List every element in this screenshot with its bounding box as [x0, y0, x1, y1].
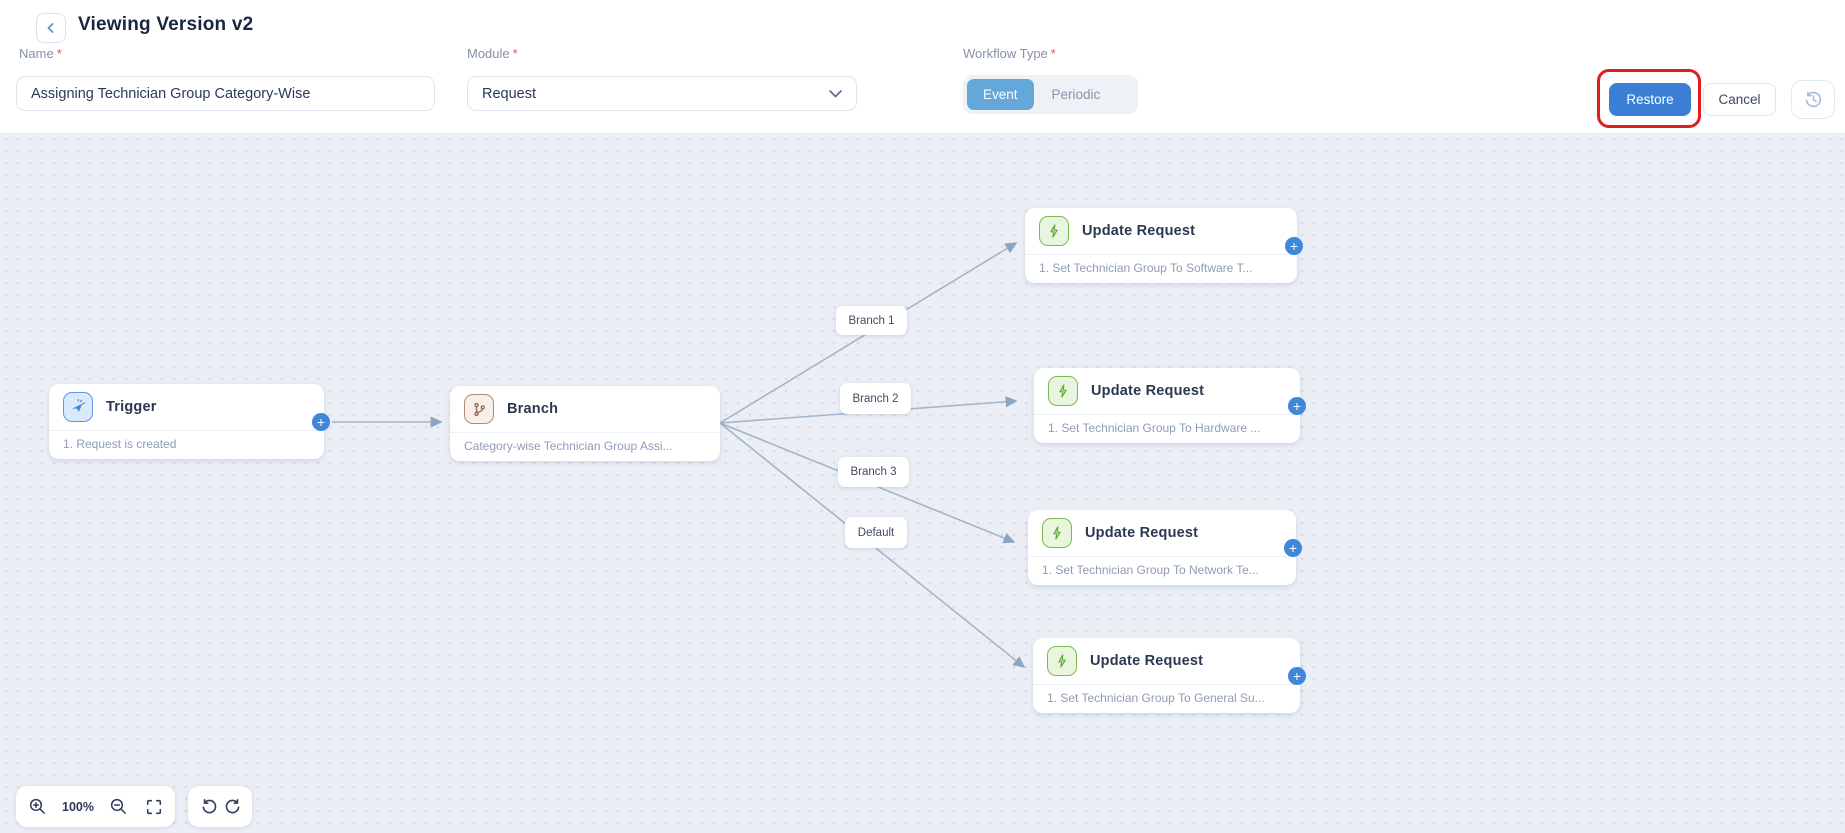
- required-asterisk: *: [512, 46, 518, 61]
- required-asterisk: *: [56, 46, 62, 61]
- node-subtitle: 1. Set Technician Group To Software T...: [1025, 254, 1297, 283]
- node-title: Branch: [507, 401, 559, 417]
- redo-button[interactable]: [221, 795, 244, 818]
- add-step-button[interactable]: +: [1285, 236, 1303, 255]
- add-step-button[interactable]: +: [312, 412, 330, 431]
- required-asterisk: *: [1050, 46, 1056, 61]
- module-select-value: Request: [482, 85, 537, 102]
- branch-label-2[interactable]: Branch 2: [840, 383, 911, 414]
- back-button[interactable]: [36, 13, 66, 43]
- module-label-text: Module: [467, 46, 510, 61]
- chevron-down-icon: [829, 89, 842, 97]
- lightning-bolt-icon: [1039, 216, 1069, 246]
- cancel-button[interactable]: Cancel: [1703, 83, 1776, 116]
- trigger-node[interactable]: Trigger 1. Request is created +: [49, 384, 330, 459]
- page-title: Viewing Version v2: [78, 14, 254, 35]
- zoom-out-icon: [110, 798, 126, 814]
- workflow-edges: [332, 242, 1026, 669]
- lightning-bolt-icon: [1048, 376, 1078, 406]
- header: Viewing Version v2 Name* Module* Request…: [0, 0, 1845, 133]
- workflow-type-label: Workflow Type*: [963, 46, 1056, 61]
- update-request-node-3[interactable]: Update Request 1. Set Technician Group T…: [1028, 510, 1302, 585]
- trigger-icon: [63, 392, 93, 422]
- node-subtitle: 1. Set Technician Group To Hardware ...: [1034, 414, 1300, 443]
- node-subtitle: 1. Request is created: [49, 430, 324, 459]
- node-title: Update Request: [1082, 223, 1196, 239]
- update-request-node-2[interactable]: Update Request 1. Set Technician Group T…: [1034, 368, 1306, 443]
- node-subtitle: 1. Set Technician Group To General Su...: [1033, 684, 1300, 713]
- update-request-node-1[interactable]: Update Request 1. Set Technician Group T…: [1025, 208, 1303, 283]
- redo-icon: [225, 798, 240, 814]
- zoom-in-icon: [29, 798, 45, 814]
- branch-label-default[interactable]: Default: [845, 517, 907, 548]
- chevron-left-icon: [47, 23, 54, 33]
- zoom-level: 100%: [62, 799, 94, 814]
- node-title: Trigger: [106, 399, 157, 415]
- fullscreen-icon: [146, 799, 162, 814]
- module-label: Module*: [467, 46, 518, 61]
- zoom-in-button[interactable]: [26, 795, 49, 818]
- fit-view-button[interactable]: [143, 796, 165, 818]
- version-history-button[interactable]: [1791, 80, 1835, 119]
- node-title: Update Request: [1090, 653, 1204, 669]
- add-step-button[interactable]: +: [1288, 396, 1306, 415]
- branch-node[interactable]: Branch Category-wise Technician Group As…: [450, 386, 720, 461]
- restore-button[interactable]: Restore: [1609, 83, 1691, 116]
- node-subtitle: Category-wise Technician Group Assi...: [450, 432, 720, 461]
- toggle-option-periodic[interactable]: Periodic: [1036, 79, 1117, 110]
- toggle-option-event[interactable]: Event: [967, 79, 1034, 110]
- lightning-bolt-icon: [1042, 518, 1072, 548]
- zoom-out-button[interactable]: [107, 795, 130, 818]
- add-step-button[interactable]: +: [1288, 666, 1306, 685]
- branch-label-1[interactable]: Branch 1: [836, 306, 907, 335]
- workflow-type-toggle: Event Periodic: [963, 75, 1138, 114]
- name-label: Name*: [19, 46, 62, 61]
- node-title: Update Request: [1091, 383, 1205, 399]
- branch-label-3[interactable]: Branch 3: [838, 457, 909, 487]
- node-title: Update Request: [1085, 525, 1199, 541]
- undo-button[interactable]: [198, 795, 221, 818]
- lightning-bolt-icon: [1047, 646, 1077, 676]
- history-icon: [1805, 91, 1821, 108]
- branch-icon: [464, 394, 494, 424]
- undo-redo-toolbar: [188, 786, 252, 827]
- name-label-text: Name: [19, 46, 54, 61]
- node-subtitle: 1. Set Technician Group To Network Te...: [1028, 556, 1296, 585]
- workflow-canvas[interactable]: Trigger 1. Request is created + Branch C…: [0, 133, 1845, 833]
- zoom-toolbar: 100%: [16, 786, 175, 827]
- undo-icon: [202, 798, 217, 814]
- module-select[interactable]: Request: [467, 76, 857, 111]
- name-input[interactable]: [16, 76, 435, 111]
- add-step-button[interactable]: +: [1284, 538, 1302, 557]
- update-request-node-4[interactable]: Update Request 1. Set Technician Group T…: [1033, 638, 1306, 713]
- workflow-type-label-text: Workflow Type: [963, 46, 1048, 61]
